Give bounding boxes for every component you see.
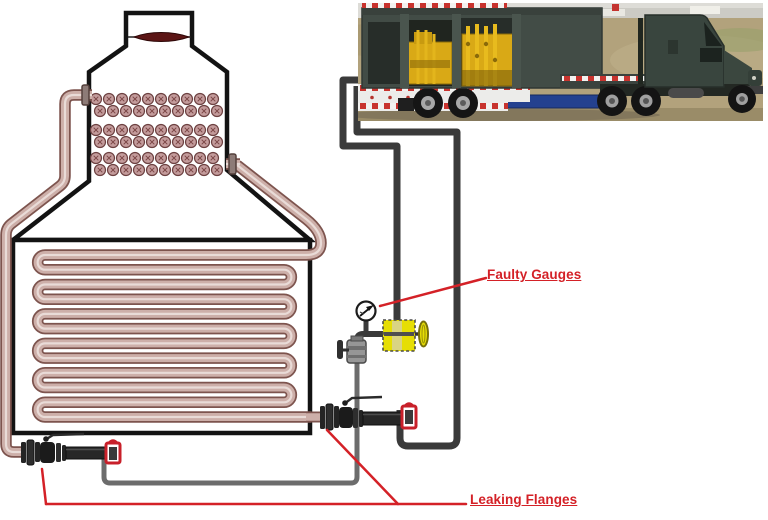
return-pipe	[101, 362, 360, 486]
equipment-enclosure	[361, 3, 603, 89]
side-window	[700, 48, 722, 62]
fuel-tank	[668, 88, 704, 98]
pressure-gauge-icon	[355, 300, 377, 322]
hood	[724, 50, 752, 84]
tractor-cab	[597, 14, 763, 116]
windshield	[704, 22, 722, 46]
tube-bank	[89, 92, 224, 177]
faulty-gauges-label: Faulty Gauges	[487, 267, 582, 282]
feedwater-pipe-left	[0, 84, 92, 458]
stack-damper-icon	[128, 32, 191, 42]
red-flange-cap-icon	[104, 439, 122, 465]
truck-supply-pipes	[339, 76, 461, 450]
yellow-pump-manifold	[461, 24, 515, 87]
handwheel-isolation-valve	[337, 321, 386, 364]
red-flange-cap-icon	[400, 402, 418, 430]
flanged-ball-valve-bottom-left	[21, 432, 122, 466]
pumping-truck-photo	[358, 3, 763, 121]
annotation-lines	[40, 276, 488, 506]
distant-flag	[612, 4, 619, 11]
handwheel-icon	[337, 340, 343, 359]
serpentine-coil	[31, 153, 327, 423]
exhaust-stack	[638, 18, 643, 84]
flanged-ball-valve-middle	[306, 395, 418, 431]
leaking-flanges-label: Leaking Flanges	[470, 492, 578, 507]
valve-handwheel-icon	[418, 320, 429, 348]
trailer-wheels	[413, 88, 478, 118]
faulty-gauges-pointer	[378, 276, 488, 308]
yellow-actuated-valve	[382, 319, 429, 352]
